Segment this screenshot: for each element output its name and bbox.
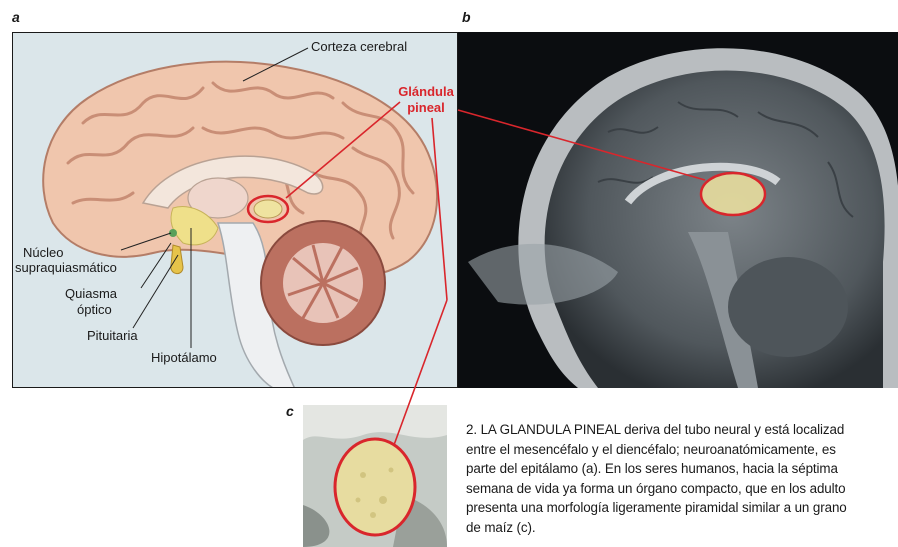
specimen-photo — [303, 405, 447, 547]
panel-letter-b: b — [462, 9, 471, 25]
mri-sagittal-image — [458, 32, 898, 388]
label-quiasma-line1: Quiasma — [65, 286, 117, 301]
caption-line-5: presenta una morfología ligeramente pira… — [466, 498, 898, 518]
brain-illustration-panel: Corteza cerebral Núcleo supraquiasmático… — [12, 32, 458, 388]
panel-letter-a: a — [12, 9, 20, 25]
mri-brain — [545, 71, 885, 388]
mri-cerebellum — [728, 257, 848, 357]
label-nucleo-line2: supraquiasmático — [15, 260, 117, 275]
label-glandula-line2: pineal — [394, 100, 458, 116]
caption-line-2: entre el mesencéfalo y el diencéfalo; ne… — [466, 440, 898, 460]
figure-caption: 2. LA GLANDULA PINEAL deriva del tubo ne… — [466, 420, 898, 547]
caption-line-4: semana de vida ya forma un órgano compac… — [466, 479, 898, 499]
mri-panel — [458, 32, 898, 388]
caption-line-6: de maíz (c). — [466, 518, 898, 538]
caption-line-1: 2. LA GLANDULA PINEAL deriva del tubo ne… — [466, 420, 898, 440]
panel-letter-c: c — [286, 403, 294, 419]
label-glandula-line1: Glándula — [394, 84, 458, 100]
label-pituitaria: Pituitaria — [87, 328, 138, 343]
label-nucleo-line1: Núcleo — [23, 245, 63, 260]
label-hipotalamo: Hipotálamo — [151, 350, 217, 365]
brain-sagittal-illustration — [13, 33, 458, 388]
label-corteza-cerebral: Corteza cerebral — [311, 39, 407, 54]
specimen-panel — [303, 405, 447, 547]
caption-line-3: parte del epitálamo (a). En los seres hu… — [466, 459, 898, 479]
label-quiasma-line2: óptico — [77, 302, 112, 317]
pineal-gland — [254, 200, 282, 218]
